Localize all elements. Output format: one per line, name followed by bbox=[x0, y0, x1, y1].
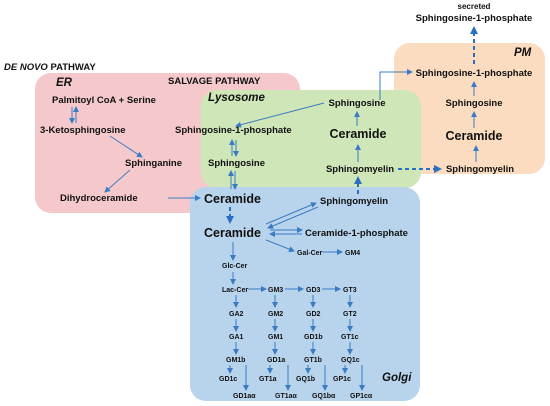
er-dihydroceramide: Dihydroceramide bbox=[60, 193, 138, 204]
de-novo-pathway-header: DE NOVO PATHWAY bbox=[4, 62, 96, 73]
arrow-golgi-sphingomyelin-to-ceramide bbox=[267, 206, 319, 229]
er-ceramide: Ceramide bbox=[204, 192, 261, 206]
arrow-golgi-ceramide-to-sphingomyelin bbox=[265, 202, 317, 225]
golgi-gt2: GT2 bbox=[343, 311, 357, 318]
golgi-gt1a-alpha: GT1aα bbox=[275, 393, 298, 400]
er-s1p: Sphingosine-1-phosphate bbox=[175, 125, 292, 136]
golgi-gm2: GM2 bbox=[268, 311, 283, 318]
de-novo-rest: PATHWAY bbox=[48, 62, 97, 73]
golgi-gm1: GM1 bbox=[268, 334, 283, 341]
secreted-s1p-label: Sphingosine-1-phosphate bbox=[416, 13, 533, 24]
golgi-laccer: Lac-Cer bbox=[222, 287, 248, 294]
golgi-gm3: GM3 bbox=[268, 287, 283, 294]
lyso-sphingosine: Sphingosine bbox=[329, 98, 386, 109]
golgi-galcer: Gal-Cer bbox=[297, 250, 323, 257]
pm-s1p: Sphingosine-1-phosphate bbox=[416, 68, 533, 79]
golgi-gp1c: GP1c bbox=[333, 376, 351, 383]
arrow-ceramide-to-galcer bbox=[265, 239, 295, 252]
golgi-glccer: Glc-Cer bbox=[222, 263, 248, 270]
golgi-gd3: GD3 bbox=[306, 287, 321, 294]
pm-label: PM bbox=[514, 47, 532, 59]
golgi-gp1c-alpha: GP1cα bbox=[350, 393, 373, 400]
pm-sphingosine: Sphingosine bbox=[446, 98, 503, 109]
golgi-label: Golgi bbox=[382, 372, 412, 384]
salvage-pathway-header: SALVAGE PATHWAY bbox=[168, 76, 261, 87]
golgi-gq1b: GQ1b bbox=[296, 376, 315, 383]
golgi-gd2: GD2 bbox=[306, 311, 321, 318]
lyso-ceramide: Ceramide bbox=[330, 127, 387, 141]
golgi-gd1b: GD1b bbox=[304, 334, 323, 341]
pm-sphingomyelin: Sphingomyelin bbox=[446, 164, 514, 175]
lysosome-region bbox=[201, 90, 421, 188]
arrow-lyso-sphingosine-to-pm-s1p bbox=[379, 69, 413, 100]
er-palmitoyl-serine: Palmitoyl CoA + Serine bbox=[52, 95, 156, 106]
golgi-ga2: GA2 bbox=[229, 311, 244, 318]
golgi-ga1: GA1 bbox=[229, 334, 244, 341]
er-label: ER bbox=[56, 77, 73, 89]
arrow-sphinganine-to-dihydroceramide bbox=[104, 169, 131, 193]
golgi-gt1b: GT1b bbox=[304, 357, 322, 364]
golgi-region bbox=[190, 187, 420, 401]
pm-ceramide: Ceramide bbox=[446, 129, 503, 143]
golgi-gq1b-alpha: GQ1bα bbox=[312, 393, 336, 400]
er-sphinganine: Sphinganine bbox=[125, 158, 182, 169]
lysosome-label: Lysosome bbox=[208, 92, 265, 104]
er-ketosphingosine: 3-Ketosphingosine bbox=[40, 125, 126, 136]
arrow-keto-to-sphinganine bbox=[109, 135, 143, 158]
golgi-gm4: GM4 bbox=[345, 250, 360, 257]
golgi-gd1a-alpha: GD1aα bbox=[233, 393, 256, 400]
er-sphingosine: Sphingosine bbox=[208, 158, 265, 169]
golgi-gt1a: GT1a bbox=[259, 376, 277, 383]
golgi-gd1c: GD1c bbox=[219, 376, 237, 383]
golgi-gt3: GT3 bbox=[343, 287, 357, 294]
golgi-gd1a: GD1a bbox=[267, 357, 285, 364]
secreted-label: secreted bbox=[458, 2, 491, 11]
pm-region bbox=[394, 43, 545, 174]
arrow-lyso-sphingosine-to-er-s1p bbox=[235, 102, 325, 128]
golgi-c1p: Ceramide-1-phosphate bbox=[305, 228, 408, 239]
golgi-ceramide: Ceramide bbox=[204, 226, 261, 240]
de-novo-italic: DE NOVO bbox=[4, 62, 48, 73]
lyso-sphingomyelin: Sphingomyelin bbox=[326, 164, 394, 175]
golgi-gq1c: GQ1c bbox=[341, 357, 360, 364]
golgi-gm1b: GM1b bbox=[226, 357, 245, 364]
golgi-gt1c: GT1c bbox=[341, 334, 359, 341]
golgi-sphingomyelin: Sphingomyelin bbox=[320, 196, 388, 207]
